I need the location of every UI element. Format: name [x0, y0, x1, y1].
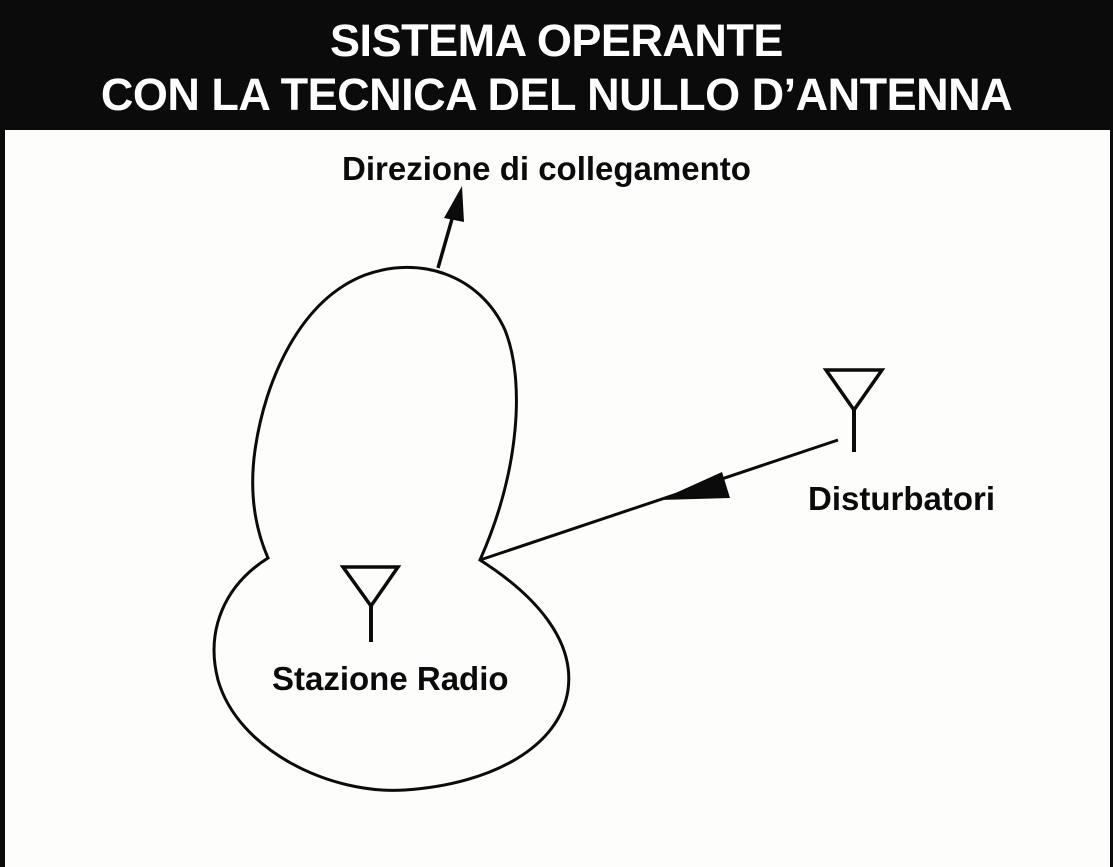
jammer-antenna-icon: [822, 368, 886, 452]
jammers-label: Disturbatori: [808, 480, 995, 517]
title-line-2: CON LA TECNICA DEL NULLO D’ANTENNA: [100, 69, 1013, 120]
radio-station-antenna-icon: [339, 565, 402, 642]
link-direction-arrow-icon: [436, 186, 464, 269]
title-line-1: SISTEMA OPERANTE: [330, 15, 783, 66]
radiation-pattern-lobe: [212, 266, 571, 792]
interference-arrow-icon: [479, 438, 839, 562]
station-label: Stazione Radio: [272, 660, 509, 697]
title-banner: SISTEMA OPERANTE CON LA TECNICA DEL NULL…: [0, 0, 1113, 130]
direction-label: Direzione di collegamento: [342, 150, 751, 187]
diagram-panel: [0, 130, 1113, 867]
